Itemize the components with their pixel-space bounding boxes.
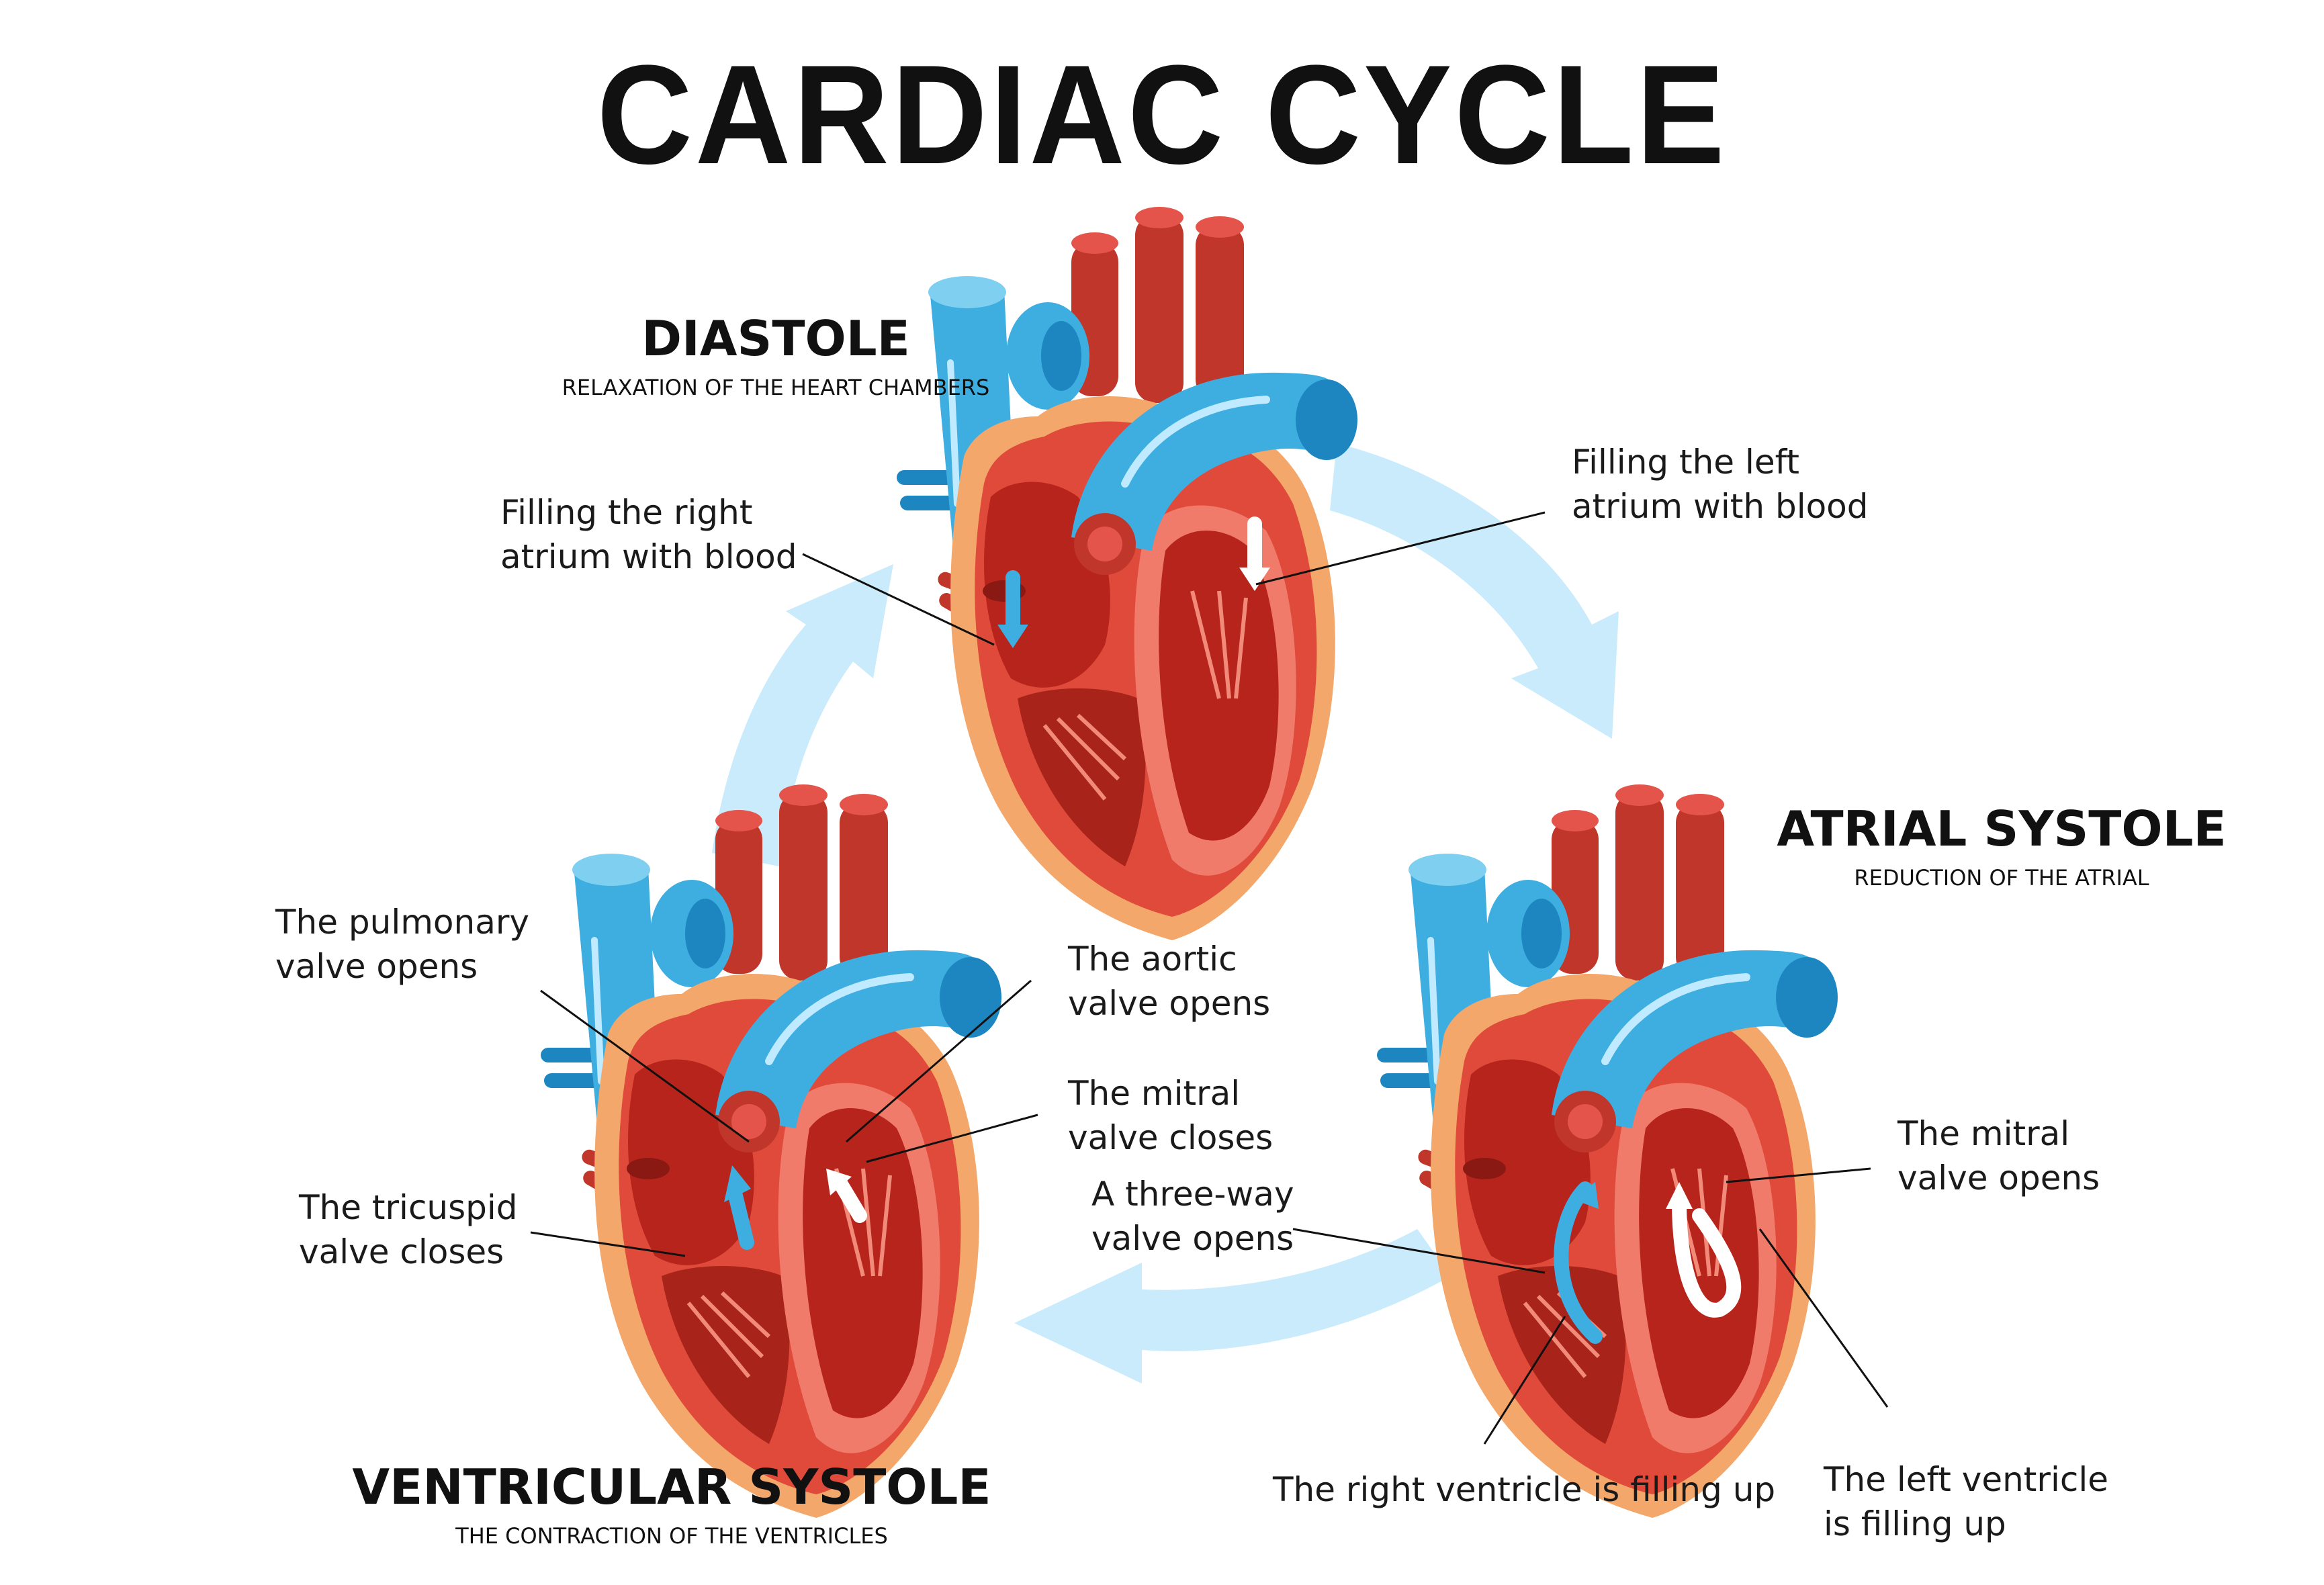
- phase-atrial-systole-subtitle: REDUCTION OF THE ATRIAL: [1854, 865, 2149, 891]
- page-title: CARDIAC CYCLE: [596, 36, 1728, 193]
- phase-atrial-systole-title: ATRIAL SYSTOLE: [1777, 801, 2227, 857]
- phase-ventricular-systole: VENTRICULAR SYSTOLE THE CONTRACTION OF T…: [336, 1459, 1008, 1549]
- label-mitral-valve-opens: The mitral valve opens: [1897, 1114, 2100, 1197]
- label-left-atrium: Filling the left atrium with blood: [1572, 443, 1869, 526]
- label-mitral-valve-closes: The mitral valve closes: [1068, 1074, 1273, 1157]
- phase-diastole: DIASTOLE RELAXATION OF THE HEART CHAMBER…: [423, 312, 1128, 400]
- phase-diastole-subtitle: RELAXATION OF THE HEART CHAMBERS: [562, 375, 990, 401]
- phase-ventricular-systole-title: VENTRICULAR SYSTOLE: [352, 1459, 991, 1515]
- heart-ventricular-systole: [541, 784, 1001, 1518]
- phase-diastole-title: DIASTOLE: [641, 310, 910, 367]
- label-right-atrium: Filling the right atrium with blood: [500, 493, 797, 576]
- label-tricuspid-valve: The tricuspid valve closes: [299, 1188, 518, 1271]
- phase-atrial-systole: ATRIAL SYSTOLE REDUCTION OF THE ATRIAL: [1733, 801, 2270, 891]
- heart-atrial-systole: [1377, 784, 1838, 1518]
- label-three-way-valve: A three-way valve opens: [1091, 1175, 1294, 1258]
- phase-ventricular-systole-subtitle: THE CONTRACTION OF THE VENTRICLES: [455, 1523, 888, 1549]
- label-pulmonary-valve: The pulmonary valve opens: [275, 903, 529, 986]
- label-right-ventricle: The right ventricle is filling up: [1273, 1470, 1776, 1509]
- label-aortic-valve: The aortic valve opens: [1068, 940, 1271, 1023]
- label-left-ventricle: The left ventricle is filling up: [1824, 1460, 2108, 1543]
